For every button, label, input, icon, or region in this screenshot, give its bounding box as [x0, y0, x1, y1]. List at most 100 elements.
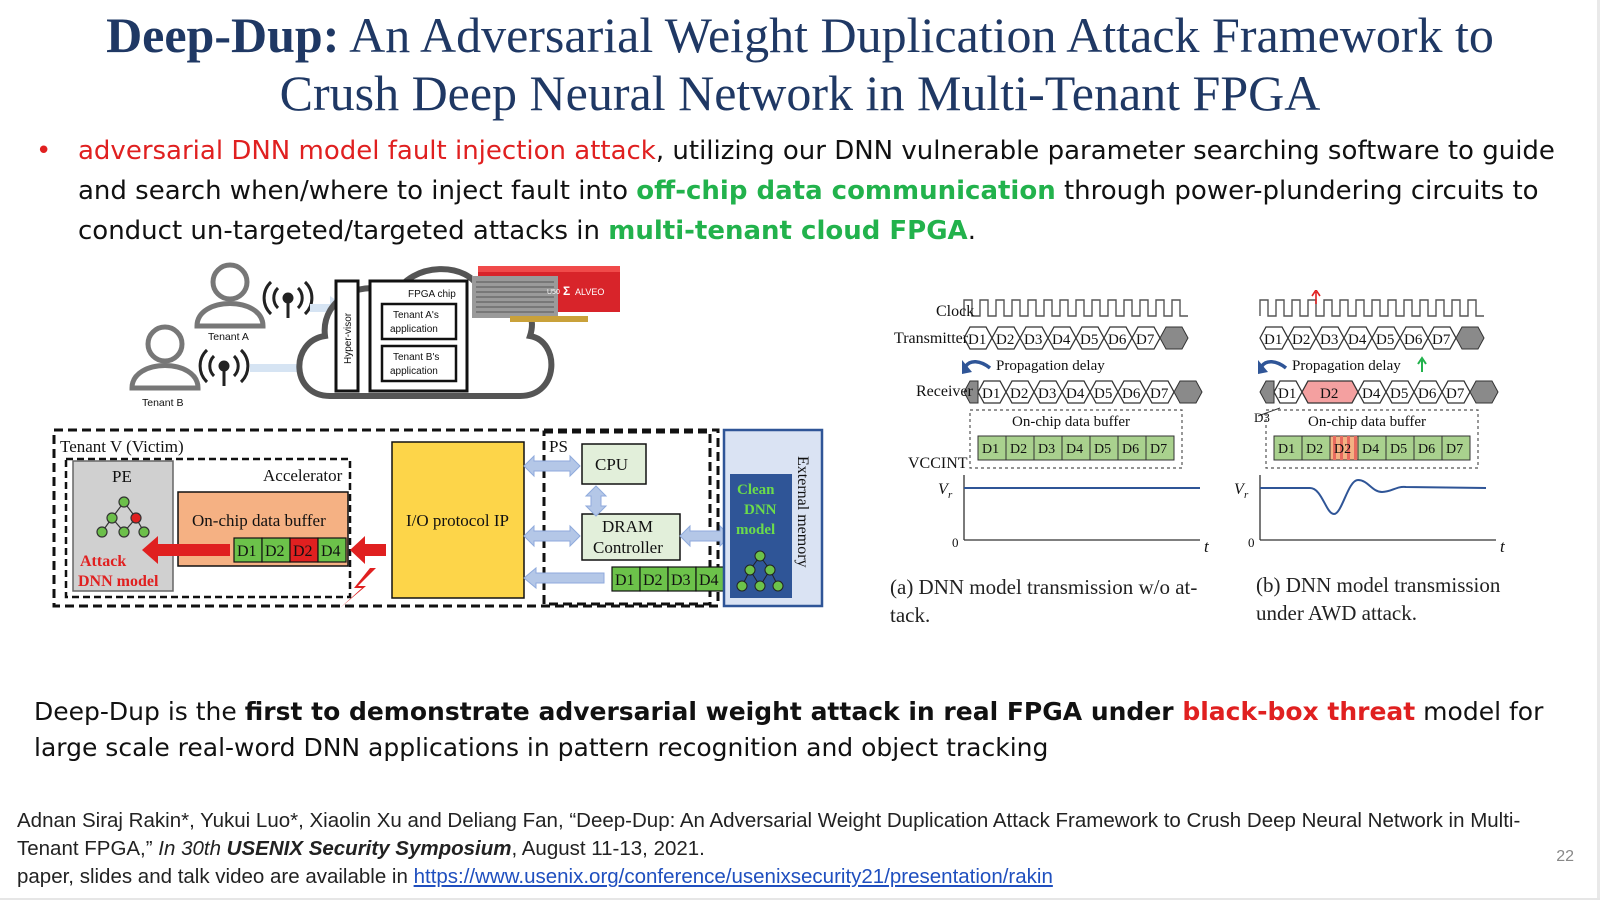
transmitter-b-cell: D4 — [1348, 332, 1367, 348]
bullet-text-2: through power-plundering circuits to con… — [78, 176, 1539, 246]
tenant-a-app-label-2: application — [390, 324, 438, 335]
on-chip-buffer-label: On-chip data buffer — [192, 511, 326, 530]
attack-label-1: Attack — [80, 553, 126, 570]
slide-border-bottom — [0, 898, 1600, 900]
receiver-a-end-cell — [1173, 380, 1203, 404]
receiver-a-start-cell — [963, 380, 979, 404]
receiver-b-cell: D2 — [1320, 386, 1338, 402]
external-memory-label: External memory — [794, 456, 811, 568]
clean-network-icon — [736, 550, 784, 592]
receiver-a-cell: D7 — [1150, 386, 1169, 402]
clean-dnn-model-block — [730, 474, 792, 598]
clean-label-1: Clean — [737, 482, 775, 498]
claim-red-phrase: black-box threat — [1182, 697, 1416, 726]
title-bold: Deep-Dup: — [106, 7, 340, 63]
buffer-a-cell-bg — [977, 435, 1007, 461]
claim-text-1: Deep-Dup is the — [34, 697, 245, 726]
buffer-a-cell: D5 — [1094, 442, 1111, 457]
page-number: 22 — [1556, 848, 1574, 865]
receiver-a-cell: D4 — [1066, 386, 1085, 402]
title-line2: Crush Deep Neural Network in Multi-Tenan… — [279, 65, 1321, 121]
buffer-b-stripe — [1340, 436, 1343, 460]
attack-architecture-diagram: Tenant A Tenant B Hyper-visor FPGA chip … — [52, 262, 824, 608]
accelerator-box — [64, 457, 352, 599]
ext-cell-1: D1 — [615, 572, 635, 589]
cpu-label: CPU — [595, 455, 628, 474]
io-protocol-block — [391, 441, 525, 599]
caption-b-line1: (b) DNN model transmission — [1256, 573, 1501, 597]
hypervisor-box — [334, 279, 360, 393]
vccint-a-plot-t-label: t — [1204, 537, 1210, 556]
receiver-b-cell: D7 — [1446, 386, 1465, 402]
slide-title: Deep-Dup: An Adversarial Weight Duplicat… — [40, 6, 1560, 122]
buffer-b-label: On-chip data buffer — [1308, 414, 1426, 430]
citation-venue: USENIX Security Symposium — [226, 837, 512, 860]
bullet-text-1: , utilizing our DNN vulnerable parameter… — [78, 136, 1555, 206]
transmitter-a-cell: D2 — [996, 332, 1014, 348]
alveo-card-brand: ALVEO — [575, 287, 604, 297]
bullet-marker: • — [36, 136, 52, 166]
ext-cell-2-bg — [639, 566, 669, 592]
bullet-point: • adversarial DNN model fault injection … — [36, 131, 1566, 251]
citation-date: , August 11-13, 2021. — [511, 837, 705, 860]
d3-pointer-line — [1257, 407, 1281, 417]
citation-availability: paper, slides and talk video are availab… — [17, 865, 414, 888]
receiver-label: Receiver — [916, 383, 974, 400]
transmitter-label: Transmitter — [894, 330, 969, 347]
xilinx-logo-glyph: Σ — [563, 284, 570, 298]
buffer-a-label: On-chip data buffer — [1012, 414, 1130, 430]
tenant-b-app-label-1: Tenant B's — [393, 352, 439, 363]
transmitter-b-cell: D6 — [1404, 332, 1423, 348]
prop-delay-b-curve — [1260, 360, 1288, 370]
tenant-a-app-label-1: Tenant A's — [393, 310, 439, 321]
buffer-cell-4-bg — [317, 537, 347, 563]
paper-link[interactable]: https://www.usenix.org/conference/usenix… — [413, 865, 1053, 888]
transmitter-a-cell: D5 — [1080, 332, 1098, 348]
transmitter-a-end-cell — [1159, 326, 1189, 350]
transmitter-a-cell: D6 — [1108, 332, 1127, 348]
pe-label: PE — [112, 467, 132, 486]
buffer-b-cell: D1 — [1278, 442, 1295, 457]
tenant-a-app-box — [380, 302, 458, 341]
vccint-label: VCCINT — [908, 455, 968, 472]
transmitter-b-cell: D3 — [1320, 332, 1338, 348]
buffer-b-frame — [1265, 409, 1479, 469]
transmitter-b-cell: D1 — [1264, 332, 1282, 348]
buffer-b-cell: D7 — [1446, 442, 1463, 457]
buffer-a-cell-bg — [1005, 435, 1035, 461]
neural-network-icon — [96, 496, 150, 538]
title-rest: An Adversarial Weight Duplication Attack… — [339, 7, 1494, 63]
prop-delay-b-head — [1258, 360, 1268, 374]
tenant-a-label: Tenant A — [208, 331, 249, 343]
tenant-v-label: Tenant V (Victim) — [60, 437, 184, 456]
transmitter-b-end-cell — [1455, 326, 1485, 350]
transmitter-b-cell: D5 — [1376, 332, 1394, 348]
ext-cell-1-bg — [611, 566, 641, 592]
citation-venue-pre: In 30th — [158, 837, 227, 860]
buffer-a-cell: D4 — [1066, 442, 1083, 457]
vccint-b-plot-t-label: t — [1500, 537, 1506, 556]
transmitter-a-cell: D4 — [1052, 332, 1071, 348]
tenant-b-app-label-2: application — [390, 366, 438, 377]
alveo-card-image: U50 Σ ALVEO — [472, 266, 620, 322]
prop-delay-a-curve — [964, 360, 992, 370]
buffer-b-cell: D5 — [1390, 442, 1407, 457]
receiver-a-cell: D5 — [1094, 386, 1112, 402]
tenant-a-person-icon — [194, 262, 266, 329]
receiver-b-cell: D4 — [1362, 386, 1381, 402]
ps-box — [542, 430, 712, 606]
buffer-b-cell: D2 — [1334, 442, 1351, 457]
accelerator-label: Accelerator — [263, 466, 343, 485]
ps-label: PS — [549, 437, 568, 456]
receiver-b-cell: D5 — [1390, 386, 1408, 402]
clean-label-3: model — [736, 522, 775, 538]
alveo-card-model: U50 — [547, 289, 560, 296]
buffer-b-stripe — [1347, 436, 1350, 460]
citation: Adnan Siraj Rakin*, Yukui Luo*, Xiaolin … — [17, 807, 1557, 891]
